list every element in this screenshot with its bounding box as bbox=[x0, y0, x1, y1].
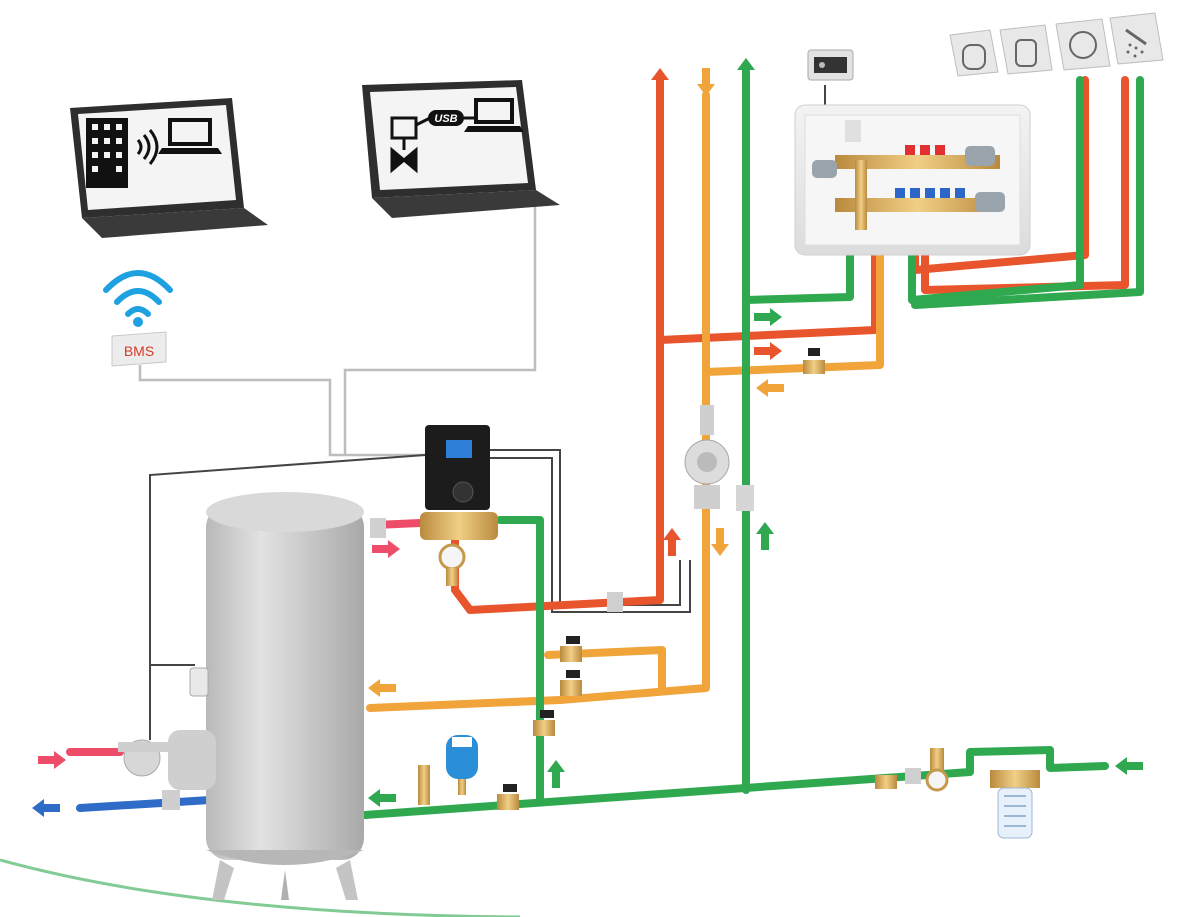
inlet-pump bbox=[118, 739, 180, 810]
flow-arrows bbox=[32, 58, 1143, 817]
signal-wires bbox=[138, 200, 537, 457]
thermometer-gauge bbox=[438, 543, 466, 571]
fixture-shower bbox=[1109, 12, 1164, 65]
expansion-vessel bbox=[446, 735, 478, 795]
fixture-washbasin bbox=[1055, 18, 1111, 71]
digital-mixing-valve bbox=[420, 425, 498, 586]
cold-water-main bbox=[361, 746, 1109, 819]
water-filter bbox=[990, 770, 1040, 839]
storage-tank bbox=[168, 492, 364, 900]
fixture-bidet bbox=[999, 24, 1053, 75]
control-knob bbox=[452, 481, 474, 503]
usb-badge bbox=[428, 110, 464, 126]
cold-inlet-pipe bbox=[76, 796, 214, 812]
pressure-reducer bbox=[875, 748, 949, 792]
laptop-small-icon bbox=[464, 98, 524, 132]
fixture-toilet bbox=[949, 29, 999, 77]
arrow-down-orange bbox=[697, 68, 715, 96]
laptop-usb: USB bbox=[362, 80, 560, 218]
circulation-pump bbox=[684, 405, 754, 511]
tank-sensor bbox=[189, 667, 209, 697]
laptop-bms bbox=[70, 98, 268, 238]
safety-valve bbox=[418, 765, 430, 805]
bms-box: BMS bbox=[111, 331, 167, 367]
wifi-dot bbox=[133, 317, 143, 327]
usb-label: USB bbox=[434, 113, 457, 125]
recirculation-pipe bbox=[366, 91, 710, 712]
wifi-icon bbox=[103, 270, 173, 317]
wireless-signal-icon bbox=[136, 129, 159, 165]
arrow-up-green bbox=[737, 58, 755, 86]
arrow-up-red bbox=[651, 68, 669, 96]
background-swoosh bbox=[0, 858, 521, 917]
bms-label: BMS bbox=[124, 343, 154, 359]
wall-thermostat bbox=[807, 49, 854, 81]
manifold-cabinet bbox=[794, 104, 1031, 256]
valve-actuator-icon bbox=[390, 116, 418, 174]
laptop-small-icon bbox=[158, 118, 222, 154]
hot-distribution-pipe bbox=[656, 236, 879, 344]
ball-valves bbox=[370, 348, 825, 810]
pipe-network bbox=[66, 61, 1144, 819]
